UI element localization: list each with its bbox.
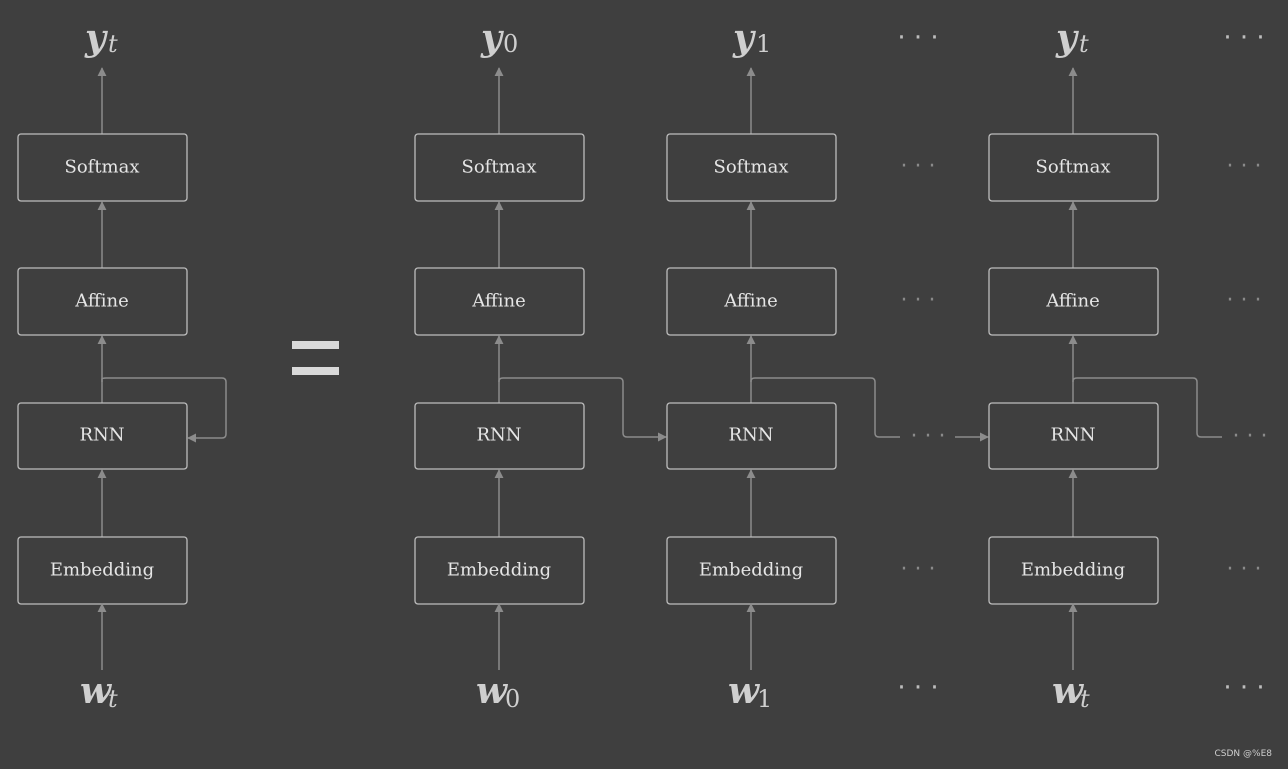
left-input-main: w [80,670,113,712]
mid-softmax-ellipsis: · · · [901,154,936,179]
ellipsis-column-right: · · · · · · · · · · · · · · · [1223,23,1264,703]
col1-output-symbol: y 1 [732,17,771,59]
left-output-sub: t [108,30,118,58]
col0-input-main: w [476,670,509,712]
colt-output-main: y [1055,17,1079,59]
colt-output-symbol: y t [1055,17,1089,59]
left-embedding-box: Embedding [17,536,188,605]
mid-affine-ellipsis: · · · [901,288,936,313]
left-embedding-label: Embedding [50,560,154,581]
equals-sign [292,341,339,375]
colt-softmax-label: Softmax [1035,157,1110,178]
col1-rnn-label: RNN [728,425,773,446]
col0-softmax-label: Softmax [461,157,536,178]
colt-softmax-box: Softmax [988,133,1159,202]
left-softmax-label: Softmax [64,157,139,178]
right-softmax-ellipsis: · · · [1227,154,1262,179]
unrolled-column-1: y 1 Softmax Affine RNN Embedding w 1 [666,17,989,713]
hidden-state-ellipsis-1: · · · [911,424,946,449]
mid-output-ellipsis: · · · [897,23,938,53]
colt-output-sub: t [1079,30,1089,58]
col0-hidden-state-connector [498,377,667,442]
left-output-main: y [84,17,108,59]
mid-embedding-ellipsis: · · · [901,557,936,582]
col1-affine-label: Affine [723,291,777,312]
colt-affine-box: Affine [988,267,1159,336]
left-input-sub: t [108,685,118,713]
colt-embedding-box: Embedding [988,536,1159,605]
col1-embedding-label: Embedding [699,560,803,581]
left-rnn-label: RNN [79,425,124,446]
left-softmax-box: Softmax [17,133,188,202]
right-output-ellipsis: · · · [1223,23,1264,53]
col0-input-sub: 0 [505,685,520,713]
col1-embedding-box: Embedding [666,536,837,605]
colt-input-sub: t [1080,685,1090,713]
left-rnn-recurrent-loop [101,377,227,443]
col0-softmax-box: Softmax [414,133,585,202]
col1-input-sub: 1 [757,685,772,713]
ellipsis-column-middle: · · · · · · · · · · · · · · · [897,23,938,703]
left-output-symbol: y t [84,17,118,59]
col0-rnn-box: RNN [414,402,585,470]
left-affine-box: Affine [17,267,188,336]
watermark: CSDN @%E8 [1214,749,1273,759]
col1-hidden-state-connector [750,377,900,438]
col0-affine-box: Affine [414,267,585,336]
col1-rnn-box: RNN [666,402,837,470]
colt-input-main: w [1052,670,1085,712]
col1-input-main: w [728,670,761,712]
colt-rnn-box: RNN [988,402,1159,470]
colt-embedding-label: Embedding [1021,560,1125,581]
col0-embedding-box: Embedding [414,536,585,605]
unrolled-column-t: y t Softmax Affine RNN Embedding w t [988,17,1268,713]
col1-output-sub: 1 [756,30,771,58]
col0-affine-label: Affine [471,291,525,312]
col1-affine-box: Affine [666,267,837,336]
unrolled-column-0: y 0 Softmax Affine RNN Embedding w 0 [414,17,667,713]
col0-embedding-label: Embedding [447,560,551,581]
right-affine-ellipsis: · · · [1227,288,1262,313]
right-embedding-ellipsis: · · · [1227,557,1262,582]
col1-softmax-label: Softmax [713,157,788,178]
left-input-symbol: w t [80,670,118,713]
col1-input-symbol: w 1 [728,670,772,713]
left-rnn-box: RNN [17,402,188,470]
left-column: y t Softmax Affine RNN Embedding w t [17,17,227,713]
col0-output-symbol: y 0 [480,17,518,59]
colt-rnn-label: RNN [1050,425,1095,446]
colt-affine-label: Affine [1045,291,1099,312]
left-affine-label: Affine [74,291,128,312]
col1-output-main: y [732,17,756,59]
col1-softmax-box: Softmax [666,133,837,202]
col0-rnn-label: RNN [476,425,521,446]
colt-input-symbol: w t [1052,670,1090,713]
right-input-ellipsis: · · · [1223,673,1264,703]
hidden-state-ellipsis-2: · · · [1233,424,1268,449]
col0-output-main: y [480,17,504,59]
col0-output-sub: 0 [503,30,518,58]
col0-input-symbol: w 0 [476,670,520,713]
mid-input-ellipsis: · · · [897,673,938,703]
colt-hidden-state-connector [1072,377,1222,438]
